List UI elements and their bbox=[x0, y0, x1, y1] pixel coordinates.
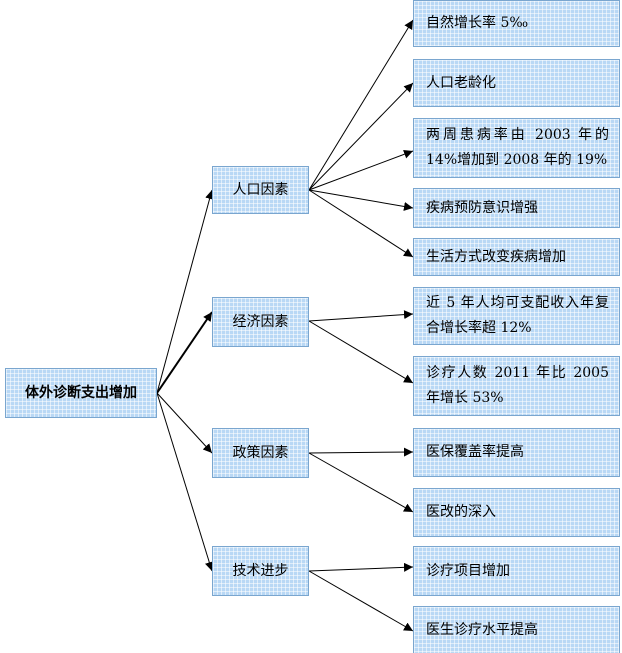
factor-prevention-awareness: 疾病预防意识增强 bbox=[413, 188, 620, 228]
connector-arrow-policy-to-insurance bbox=[308, 447, 414, 457]
root-node: 体外诊断支出增加 bbox=[5, 368, 157, 418]
category-economy: 经济因素 bbox=[212, 297, 309, 347]
factor-physician-skill: 医生诊疗水平提高 bbox=[413, 606, 620, 653]
factor-healthcare-reform: 医改的深入 bbox=[413, 488, 620, 537]
factor-more-test-items: 诊疗项目增加 bbox=[413, 546, 620, 596]
factor-aging: 人口老龄化 bbox=[413, 59, 620, 107]
category-policy: 政策因素 bbox=[212, 428, 309, 478]
category-technology: 技术进步 bbox=[212, 546, 309, 596]
connector-arrow-technology-to-test-items bbox=[308, 562, 414, 572]
connector-arrow-technology-to-physician bbox=[308, 570, 414, 632]
connector-arrow-policy-to-reform bbox=[308, 452, 414, 513]
factor-income-growth: 近 5 年人均可支配收入年复合增长率超 12% bbox=[413, 287, 620, 345]
connector-arrow-economy-to-income bbox=[308, 310, 414, 322]
factor-lifestyle: 生活方式改变疾病增加 bbox=[413, 238, 620, 276]
connector-arrow-population-to-aging bbox=[308, 82, 414, 191]
factor-insurance-coverage: 医保覆盖率提高 bbox=[413, 428, 620, 477]
connector-arrow-population-to-prevalence bbox=[308, 149, 414, 191]
connector-arrow-root-to-policy bbox=[156, 392, 213, 454]
connector-arrow-population-to-lifestyle bbox=[308, 189, 414, 258]
connector-arrow-population-to-natural-growth bbox=[308, 19, 414, 191]
factor-prevalence: 两周患病率由 2003 年的 14%增加到 2008 年的 19% bbox=[413, 118, 620, 178]
factor-patient-visits: 诊疗人数 2011 年比 2005 年增长 53% bbox=[413, 356, 620, 416]
category-population: 人口因素 bbox=[212, 166, 309, 214]
connector-arrow-population-to-prevention bbox=[308, 189, 414, 211]
connector-arrow-root-to-economy bbox=[156, 311, 213, 394]
factor-natural-growth: 自然增长率 5‰ bbox=[413, 0, 620, 47]
root-label: 体外诊断支出增加 bbox=[25, 384, 137, 401]
connector-arrow-root-to-population bbox=[156, 189, 214, 394]
connector-arrow-economy-to-visits bbox=[308, 320, 414, 384]
connector-arrow-root-to-technology bbox=[156, 392, 214, 572]
